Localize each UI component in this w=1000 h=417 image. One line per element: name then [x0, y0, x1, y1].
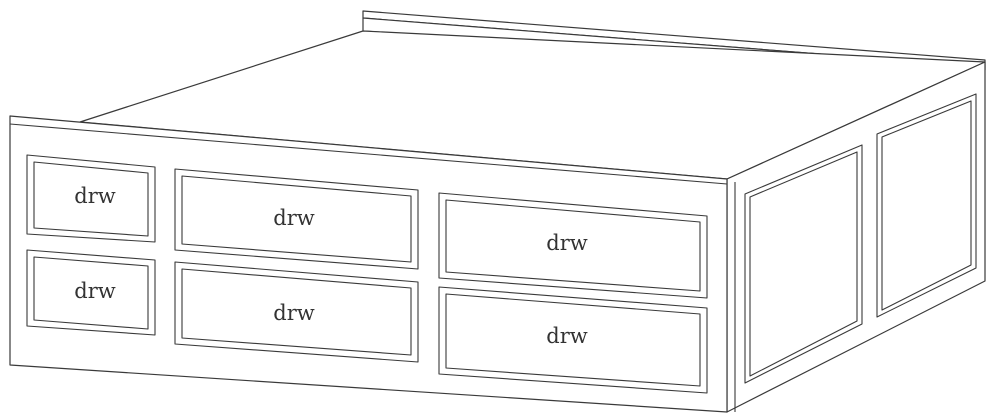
cabinet-side — [726, 61, 986, 413]
drawer-label: drw — [74, 184, 115, 208]
drawer-label: drw — [546, 324, 587, 348]
drawer: drw — [174, 168, 419, 270]
drawer: drw — [438, 286, 708, 394]
drawer: drw — [26, 249, 156, 336]
drawer-label: drw — [273, 206, 314, 230]
drawer: drw — [438, 192, 708, 299]
drawer-label: drw — [74, 279, 115, 303]
side-panel-back — [876, 93, 977, 318]
drawer: drw — [174, 261, 419, 363]
drawer-label: drw — [546, 231, 587, 255]
side-panel-front — [744, 144, 863, 384]
drawer-label: drw — [273, 301, 314, 325]
drawer: drw — [26, 154, 156, 243]
